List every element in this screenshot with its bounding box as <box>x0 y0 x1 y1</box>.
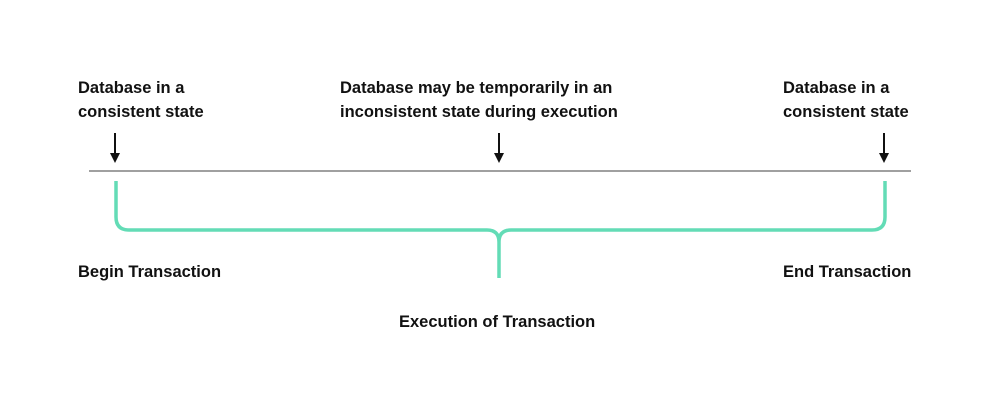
middle-state-line-2: inconsistent state during execution <box>340 103 618 121</box>
right-state-line-1: Database in a <box>783 79 890 97</box>
right-state-label: Database in a consistent state <box>783 76 909 124</box>
left-state-line-2: consistent state <box>78 103 204 121</box>
execution-label: Execution of Transaction <box>399 313 596 331</box>
end-transaction-label: End Transaction <box>783 263 912 281</box>
left-state-label: Database in a consistent state <box>78 76 204 124</box>
left-state-line-1: Database in a <box>78 79 185 97</box>
execution-bracket <box>114 181 887 278</box>
middle-state-line-1: Database may be temporarily in an <box>340 79 613 97</box>
right-state-line-2: consistent state <box>783 103 909 121</box>
middle-state-label: Database may be temporarily in an incons… <box>340 76 618 124</box>
begin-transaction-label: Begin Transaction <box>78 263 222 281</box>
